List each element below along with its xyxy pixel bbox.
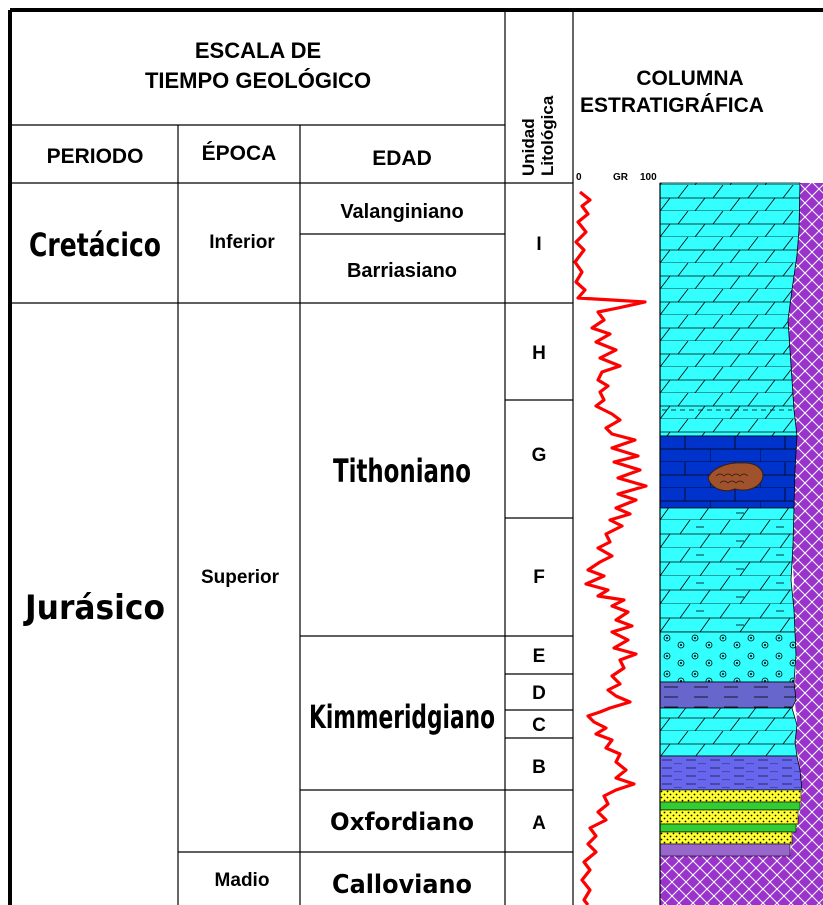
gr-max-label: 100 <box>640 172 657 183</box>
col-header-edad: EDAD <box>372 147 432 170</box>
layer-limestone-lower <box>659 707 798 757</box>
fossil-icon <box>707 462 764 492</box>
col-header-periodo: PERIODO <box>47 145 144 168</box>
unit-a: A <box>532 813 546 834</box>
unit-f: F <box>533 567 545 588</box>
age-oxfordiano: Oxfordiano <box>330 808 474 836</box>
column-title-line1: COLUMNA <box>636 67 743 90</box>
layer-shale <box>659 681 797 709</box>
gamma-ray-curve <box>573 190 648 905</box>
table-grid <box>8 8 823 905</box>
period-jurasico: Jurásico <box>23 588 165 628</box>
layer-green-2 <box>659 823 797 833</box>
unit-c: C <box>532 715 546 736</box>
epoch-madio: Madio <box>215 870 270 891</box>
lithology-column <box>659 182 823 905</box>
unit-i: I <box>536 234 541 255</box>
unit-label-line1: Unidad <box>519 118 538 176</box>
unit-d: D <box>532 683 546 704</box>
scale-title-line2: TIEMPO GEOLÓGICO <box>145 68 371 93</box>
layer-oolitic <box>659 631 797 683</box>
basement-strip <box>660 183 823 905</box>
layer-purple-shale <box>659 843 791 857</box>
period-cretacico: Cretácico <box>29 226 161 264</box>
unit-b: B <box>532 757 546 778</box>
gr-axis-label: GR <box>613 172 629 183</box>
layer-limestone-upper <box>659 182 801 437</box>
unit-h: H <box>532 343 546 364</box>
unit-g: G <box>532 445 547 466</box>
layer-sandstone-1 <box>659 789 802 803</box>
layer-sandy-shale <box>659 755 803 791</box>
layer-sandstone-3 <box>659 831 793 845</box>
epoch-inferior: Inferior <box>209 232 275 253</box>
epoch-superior: Superior <box>201 567 280 588</box>
age-calloviano: Calloviano <box>332 870 472 900</box>
gr-min-label: 0 <box>576 172 582 183</box>
unit-e: E <box>533 646 546 667</box>
header: ESCALA DE TIEMPO GEOLÓGICO Unidad Litoló… <box>47 38 764 183</box>
layer-sandstone-2 <box>659 809 799 825</box>
layer-argillaceous-limestone <box>659 507 796 633</box>
age-tithoniano: Tithoniano <box>333 452 471 490</box>
age-barriasiano: Barriasiano <box>347 260 457 282</box>
age-kimmeridgiano: Kimmeridgiano <box>309 698 495 736</box>
age-valanginiano: Valanginiano <box>340 201 463 223</box>
layer-green-1 <box>659 801 801 811</box>
scale-title-line1: ESCALA DE <box>195 38 321 63</box>
col-header-epoca: ÉPOCA <box>202 142 277 165</box>
unit-label-line2: Litológica <box>538 95 557 176</box>
column-title-line2: ESTRATIGRÁFICA <box>580 94 764 117</box>
